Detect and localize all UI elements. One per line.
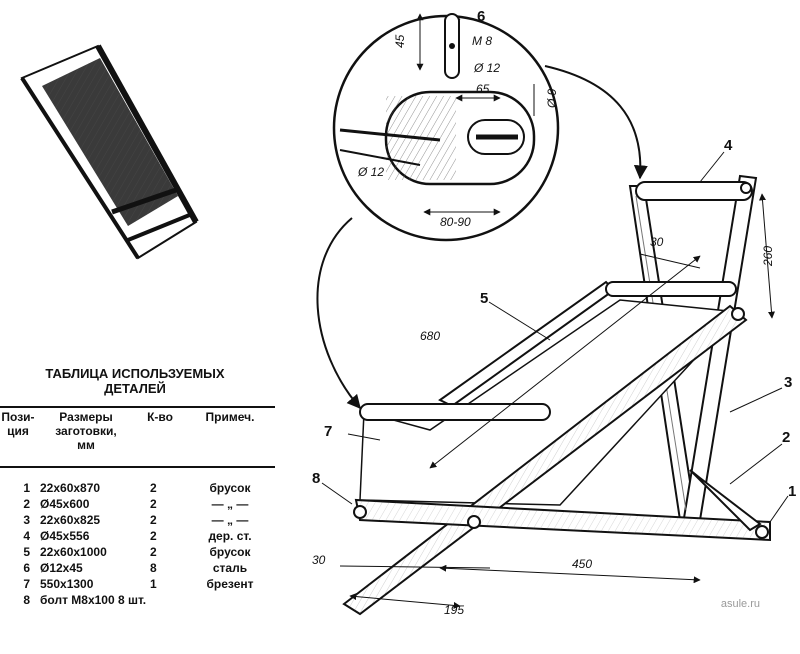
dim-65: 65 <box>476 82 490 96</box>
table-title: ТАБЛИЦА ИСПОЛЬЗУЕМЫХ ДЕТАЛЕЙ <box>0 366 270 396</box>
header-note: Примеч. <box>190 410 270 424</box>
callout-6: 6 <box>477 8 485 25</box>
table-row: 2 Ø45x600 2 — „ — <box>0 497 275 513</box>
table-row: 7 550x1300 1 брезент <box>0 577 275 593</box>
cell-size: Ø12x45 <box>40 561 83 575</box>
header-position-line2: ция <box>7 424 29 438</box>
callout-8: 8 <box>312 470 320 487</box>
cell-note: дер. ст. <box>208 529 252 543</box>
cell-position: 2 <box>23 497 30 511</box>
callout-2: 2 <box>782 429 790 446</box>
cell-size: Ø45x600 <box>40 497 90 511</box>
dim-450: 450 <box>572 557 592 571</box>
header-size-line2: заготовки, <box>55 424 117 438</box>
cell-qty: 2 <box>150 481 157 495</box>
cell-qty: 2 <box>150 497 157 511</box>
table-top-rule <box>0 406 275 408</box>
cell-note: — „ — <box>211 513 249 527</box>
header-position: Пози- ция <box>0 410 36 438</box>
table-header-rule <box>0 466 275 468</box>
dim-260: 260 <box>761 246 775 267</box>
callout-3: 3 <box>784 374 792 391</box>
cell-position: 3 <box>23 513 30 527</box>
cell-position: 7 <box>23 577 30 591</box>
dim-d12-pin: Ø 12 <box>473 61 500 75</box>
table-row: 1 22x60x870 2 брусок <box>0 481 275 497</box>
header-position-line1: Пози- <box>1 410 35 424</box>
cell-size: 22x60x1000 <box>40 545 107 559</box>
header-qty: К-во <box>138 410 182 424</box>
deck-chair <box>339 174 775 616</box>
header-qty-label: К-во <box>147 410 173 424</box>
dim-m8: M 8 <box>472 34 492 48</box>
cell-qty: 2 <box>150 513 157 527</box>
cell-note: брусок <box>209 545 251 559</box>
header-size-line1: Размеры <box>59 410 113 424</box>
table-row: 5 22x60x1000 2 брусок <box>0 545 275 561</box>
callout-1: 1 <box>788 483 796 500</box>
dim-195: 195 <box>444 603 464 617</box>
cell-size: болт М8х100 8 шт. <box>40 593 147 607</box>
cell-qty: 1 <box>150 577 157 591</box>
header-size-line3: мм <box>77 438 95 452</box>
header-note-label: Примеч. <box>205 410 255 424</box>
header-size: Размеры заготовки, мм <box>40 410 132 452</box>
cell-size: 22x60x870 <box>40 481 101 495</box>
callout-7: 7 <box>324 423 332 440</box>
callout-4: 4 <box>724 137 733 154</box>
watermark: asule.ru <box>720 598 760 610</box>
dim-d12-hole: Ø 12 <box>357 165 384 179</box>
dim-680: 680 <box>420 329 440 343</box>
callout-5: 5 <box>480 290 488 307</box>
cell-note: сталь <box>212 561 248 575</box>
leader-lines <box>321 13 789 523</box>
cell-position: 4 <box>23 529 30 543</box>
cell-position: 5 <box>23 545 30 559</box>
table-row: 6 Ø12x45 8 сталь <box>0 561 275 577</box>
dim-45: 45 <box>393 34 407 48</box>
dim-30-top: 30 <box>650 235 664 249</box>
dim-d9: Ø 9 <box>545 88 559 109</box>
cell-qty: 8 <box>150 561 157 575</box>
cell-size: 550x1300 <box>40 577 94 591</box>
folded-chair-sketch <box>20 44 199 260</box>
cell-qty: 2 <box>150 529 157 543</box>
cell-position: 1 <box>23 481 30 495</box>
cell-note: брезент <box>206 577 254 591</box>
cell-note: брусок <box>209 481 251 495</box>
cell-note: — „ — <box>211 497 249 511</box>
joint-detail <box>332 13 560 242</box>
table-title-line1: ТАБЛИЦА ИСПОЛЬЗУЕМЫХ <box>45 366 225 381</box>
cell-position: 6 <box>23 561 30 575</box>
table-title-line2: ДЕТАЛЕЙ <box>104 381 166 396</box>
table-row: 4 Ø45x556 2 дер. ст. <box>0 529 275 545</box>
cell-position: 8 <box>23 593 30 607</box>
table-row: 8 болт М8х100 8 шт. <box>0 593 275 609</box>
dim-80-90: 80-90 <box>440 215 471 229</box>
table-row: 3 22x60x825 2 — „ — <box>0 513 275 529</box>
cell-qty: 2 <box>150 545 157 559</box>
dim-30-bottom: 30 <box>312 553 326 567</box>
cell-size: 22x60x825 <box>40 513 101 527</box>
cell-size: Ø45x556 <box>40 529 90 543</box>
